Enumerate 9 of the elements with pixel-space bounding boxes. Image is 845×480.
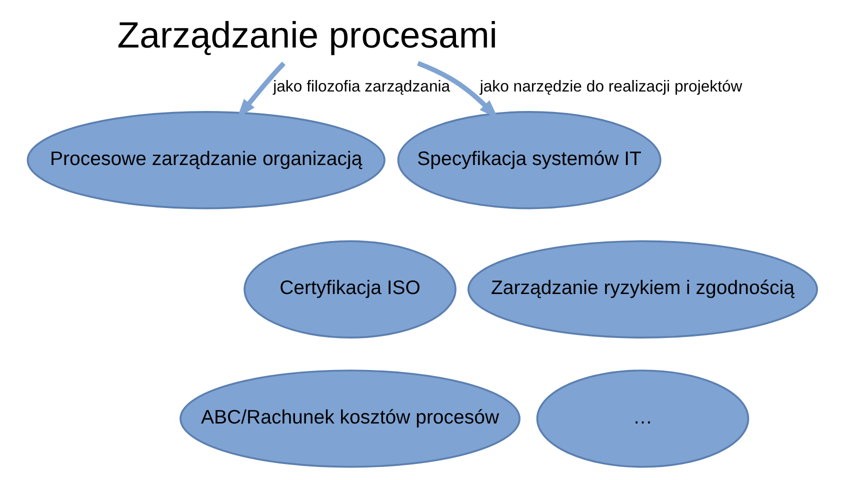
node-ellipse: Certyfikacja ISO xyxy=(244,240,456,338)
node-ellipse: … xyxy=(536,370,750,468)
node-ellipse: Procesowe zarządzanie organizacją xyxy=(26,111,386,210)
node-ellipse: Specyfikacja systemów IT xyxy=(397,111,662,210)
node-ellipse: Zarządzanie ryzykiem i zgodnością xyxy=(468,240,818,338)
edge-label: jako narzędzie do realizacji projektów xyxy=(480,78,742,96)
node-text: Zarządzanie procesami xyxy=(117,14,498,56)
edge-label: jako filozofia zarządzania xyxy=(273,78,450,96)
node-ellipse: ABC/Rachunek kosztów procesów xyxy=(180,370,520,468)
